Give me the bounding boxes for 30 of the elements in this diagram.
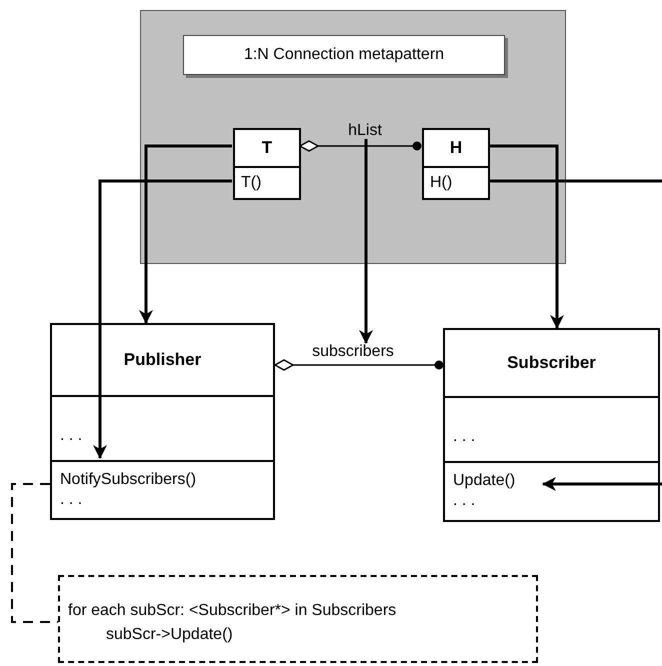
class-name: T: [262, 138, 272, 158]
class-name: Publisher: [124, 350, 202, 370]
note-text: subScr->Update(): [105, 625, 234, 645]
arrow: [489, 144, 564, 329]
member-text: . . .: [60, 490, 82, 510]
operation-text: T(): [241, 173, 262, 193]
arrow: [93, 180, 232, 459]
association-label: hList: [346, 122, 384, 140]
association-line: [299, 140, 422, 152]
class-box: [443, 328, 660, 522]
member-text: . . .: [453, 491, 476, 511]
class-box: [233, 128, 301, 200]
class-box: [50, 323, 275, 520]
operation-text: NotifySubscribers(): [60, 470, 196, 490]
member-text: . . .: [453, 427, 476, 447]
metapattern-panel: [140, 10, 566, 264]
arrow: [542, 477, 662, 491]
arrow: [359, 139, 373, 344]
arrow: [139, 144, 232, 324]
class-name: H: [450, 138, 462, 158]
note-box: [58, 575, 538, 663]
dashed-connector: [11, 483, 58, 623]
class-name: Subscriber: [507, 353, 596, 373]
title-label: 1:N Connection metapattern: [183, 35, 505, 75]
class-box: [422, 128, 490, 200]
member-text: . . .: [60, 426, 82, 446]
association-line: [274, 359, 444, 371]
operation-text: H(): [430, 173, 452, 193]
note-text: for each subScr: <Subscriber*> in Subscribers: [68, 601, 398, 621]
operation-text: Update(): [453, 471, 516, 491]
